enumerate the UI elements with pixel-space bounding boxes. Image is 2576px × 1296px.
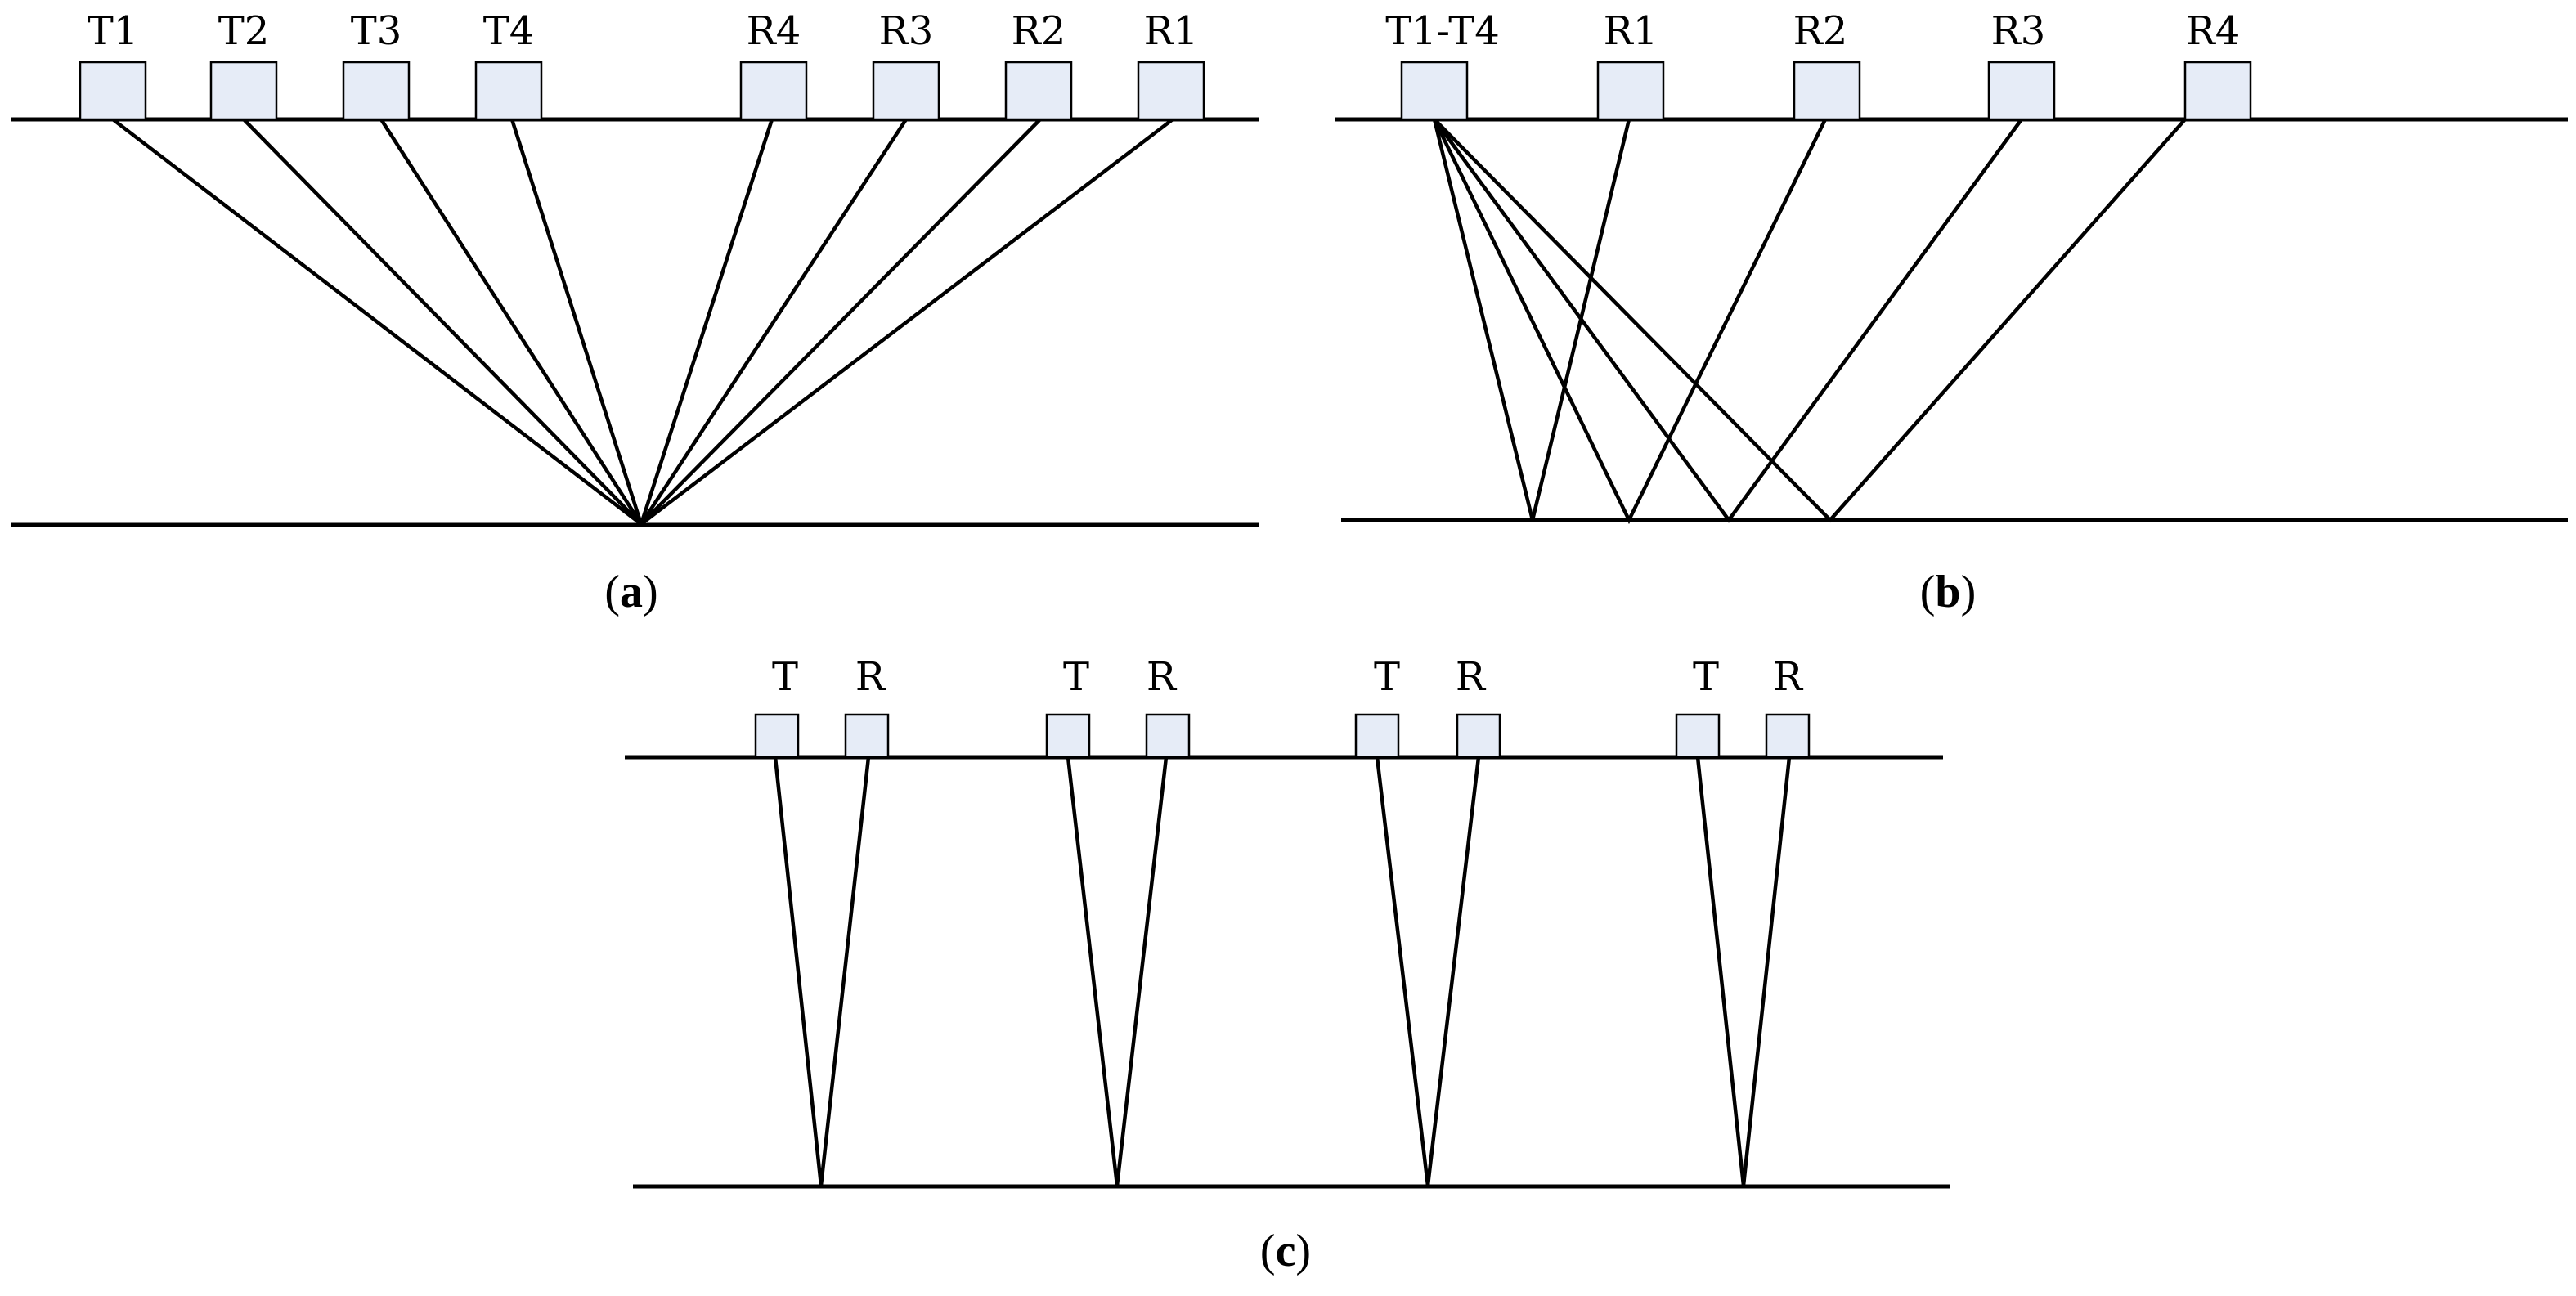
panel-b-labels: T1-T4 R1 R2 R3 R4 <box>1385 8 2240 54</box>
panel-a-rays <box>111 118 1174 526</box>
ray-t3 <box>379 118 643 526</box>
sensor-label-r1: R1 <box>1144 8 1199 54</box>
sensor-label-r3: R3 <box>1991 8 2046 54</box>
sensor-box <box>209 61 278 121</box>
sensor-box <box>1045 713 1091 759</box>
sensor-box <box>1137 61 1205 121</box>
sensor-box <box>1596 61 1665 121</box>
sensor-label-r: R <box>1773 654 1804 700</box>
sensor-label-r2: R2 <box>1012 8 1066 54</box>
sensor-box <box>1765 713 1811 759</box>
sensor-box <box>342 61 411 121</box>
sensor-box <box>844 713 890 759</box>
panel-a: T1 T2 T3 T4 R4 R3 R2 R1 (a) <box>11 8 1259 617</box>
panel-b-caption: (b) <box>1920 567 1976 617</box>
panel-c-sensors <box>754 713 1811 759</box>
panel-c: T R T R T R T R (c) <box>625 654 1950 1276</box>
sensor-box <box>1145 713 1191 759</box>
sensor-box <box>754 713 800 759</box>
sensor-box <box>1675 713 1721 759</box>
panel-c-caption: (c) <box>1260 1226 1311 1276</box>
sensor-label-t1-t4: T1-T4 <box>1385 8 1500 54</box>
sensor-label-r: R <box>1456 654 1487 700</box>
panel-b: T1-T4 R1 R2 R3 R4 (b) <box>1335 8 2568 617</box>
sensor-box <box>1354 713 1400 759</box>
sensor-box <box>79 61 147 121</box>
sensor-box <box>1400 61 1469 121</box>
sensor-box <box>1456 713 1501 759</box>
sensor-box <box>872 61 940 121</box>
sensor-label-r: R <box>1147 654 1178 700</box>
sensor-label-r4: R4 <box>747 8 801 54</box>
sensor-label-r: R <box>855 654 886 700</box>
ray-t4 <box>509 119 644 525</box>
panel-a-labels: T1 T2 T3 T4 R4 R3 R2 R1 <box>88 8 1199 54</box>
sensor-label-t3: T3 <box>351 8 402 54</box>
sensor-label-t: T <box>1693 654 1719 700</box>
panel-c-labels: T R T R T R T R <box>772 654 1804 700</box>
panel-b-sensors <box>1400 61 2252 121</box>
sensor-label-r1: R1 <box>1604 8 1658 54</box>
ray-r1 <box>640 118 1174 526</box>
sensor-label-t4: T4 <box>483 8 535 54</box>
sensor-box <box>1987 61 2056 121</box>
ray-r4 <box>639 119 774 525</box>
sensor-box <box>474 61 543 121</box>
ray-t2 <box>242 118 643 526</box>
sensor-box <box>1793 61 1861 121</box>
sensor-label-t: T <box>1063 654 1089 700</box>
sensor-box <box>1004 61 1073 121</box>
sensor-label-t: T <box>772 654 798 700</box>
sensor-box <box>2183 61 2252 121</box>
ray-t1 <box>111 118 643 526</box>
sensor-label-t: T <box>1374 654 1400 700</box>
panel-a-caption: (a) <box>604 567 657 617</box>
sensor-label-t1: T1 <box>88 8 139 54</box>
ray-r2 <box>640 118 1042 526</box>
sensor-box <box>739 61 808 121</box>
sensor-label-r4: R4 <box>2186 8 2241 54</box>
sensor-label-r3: R3 <box>879 8 934 54</box>
sensor-label-r2: R2 <box>1793 8 1848 54</box>
ray-r3 <box>640 118 908 526</box>
sensor-label-t2: T2 <box>218 8 270 54</box>
panel-a-sensors <box>79 61 1205 121</box>
